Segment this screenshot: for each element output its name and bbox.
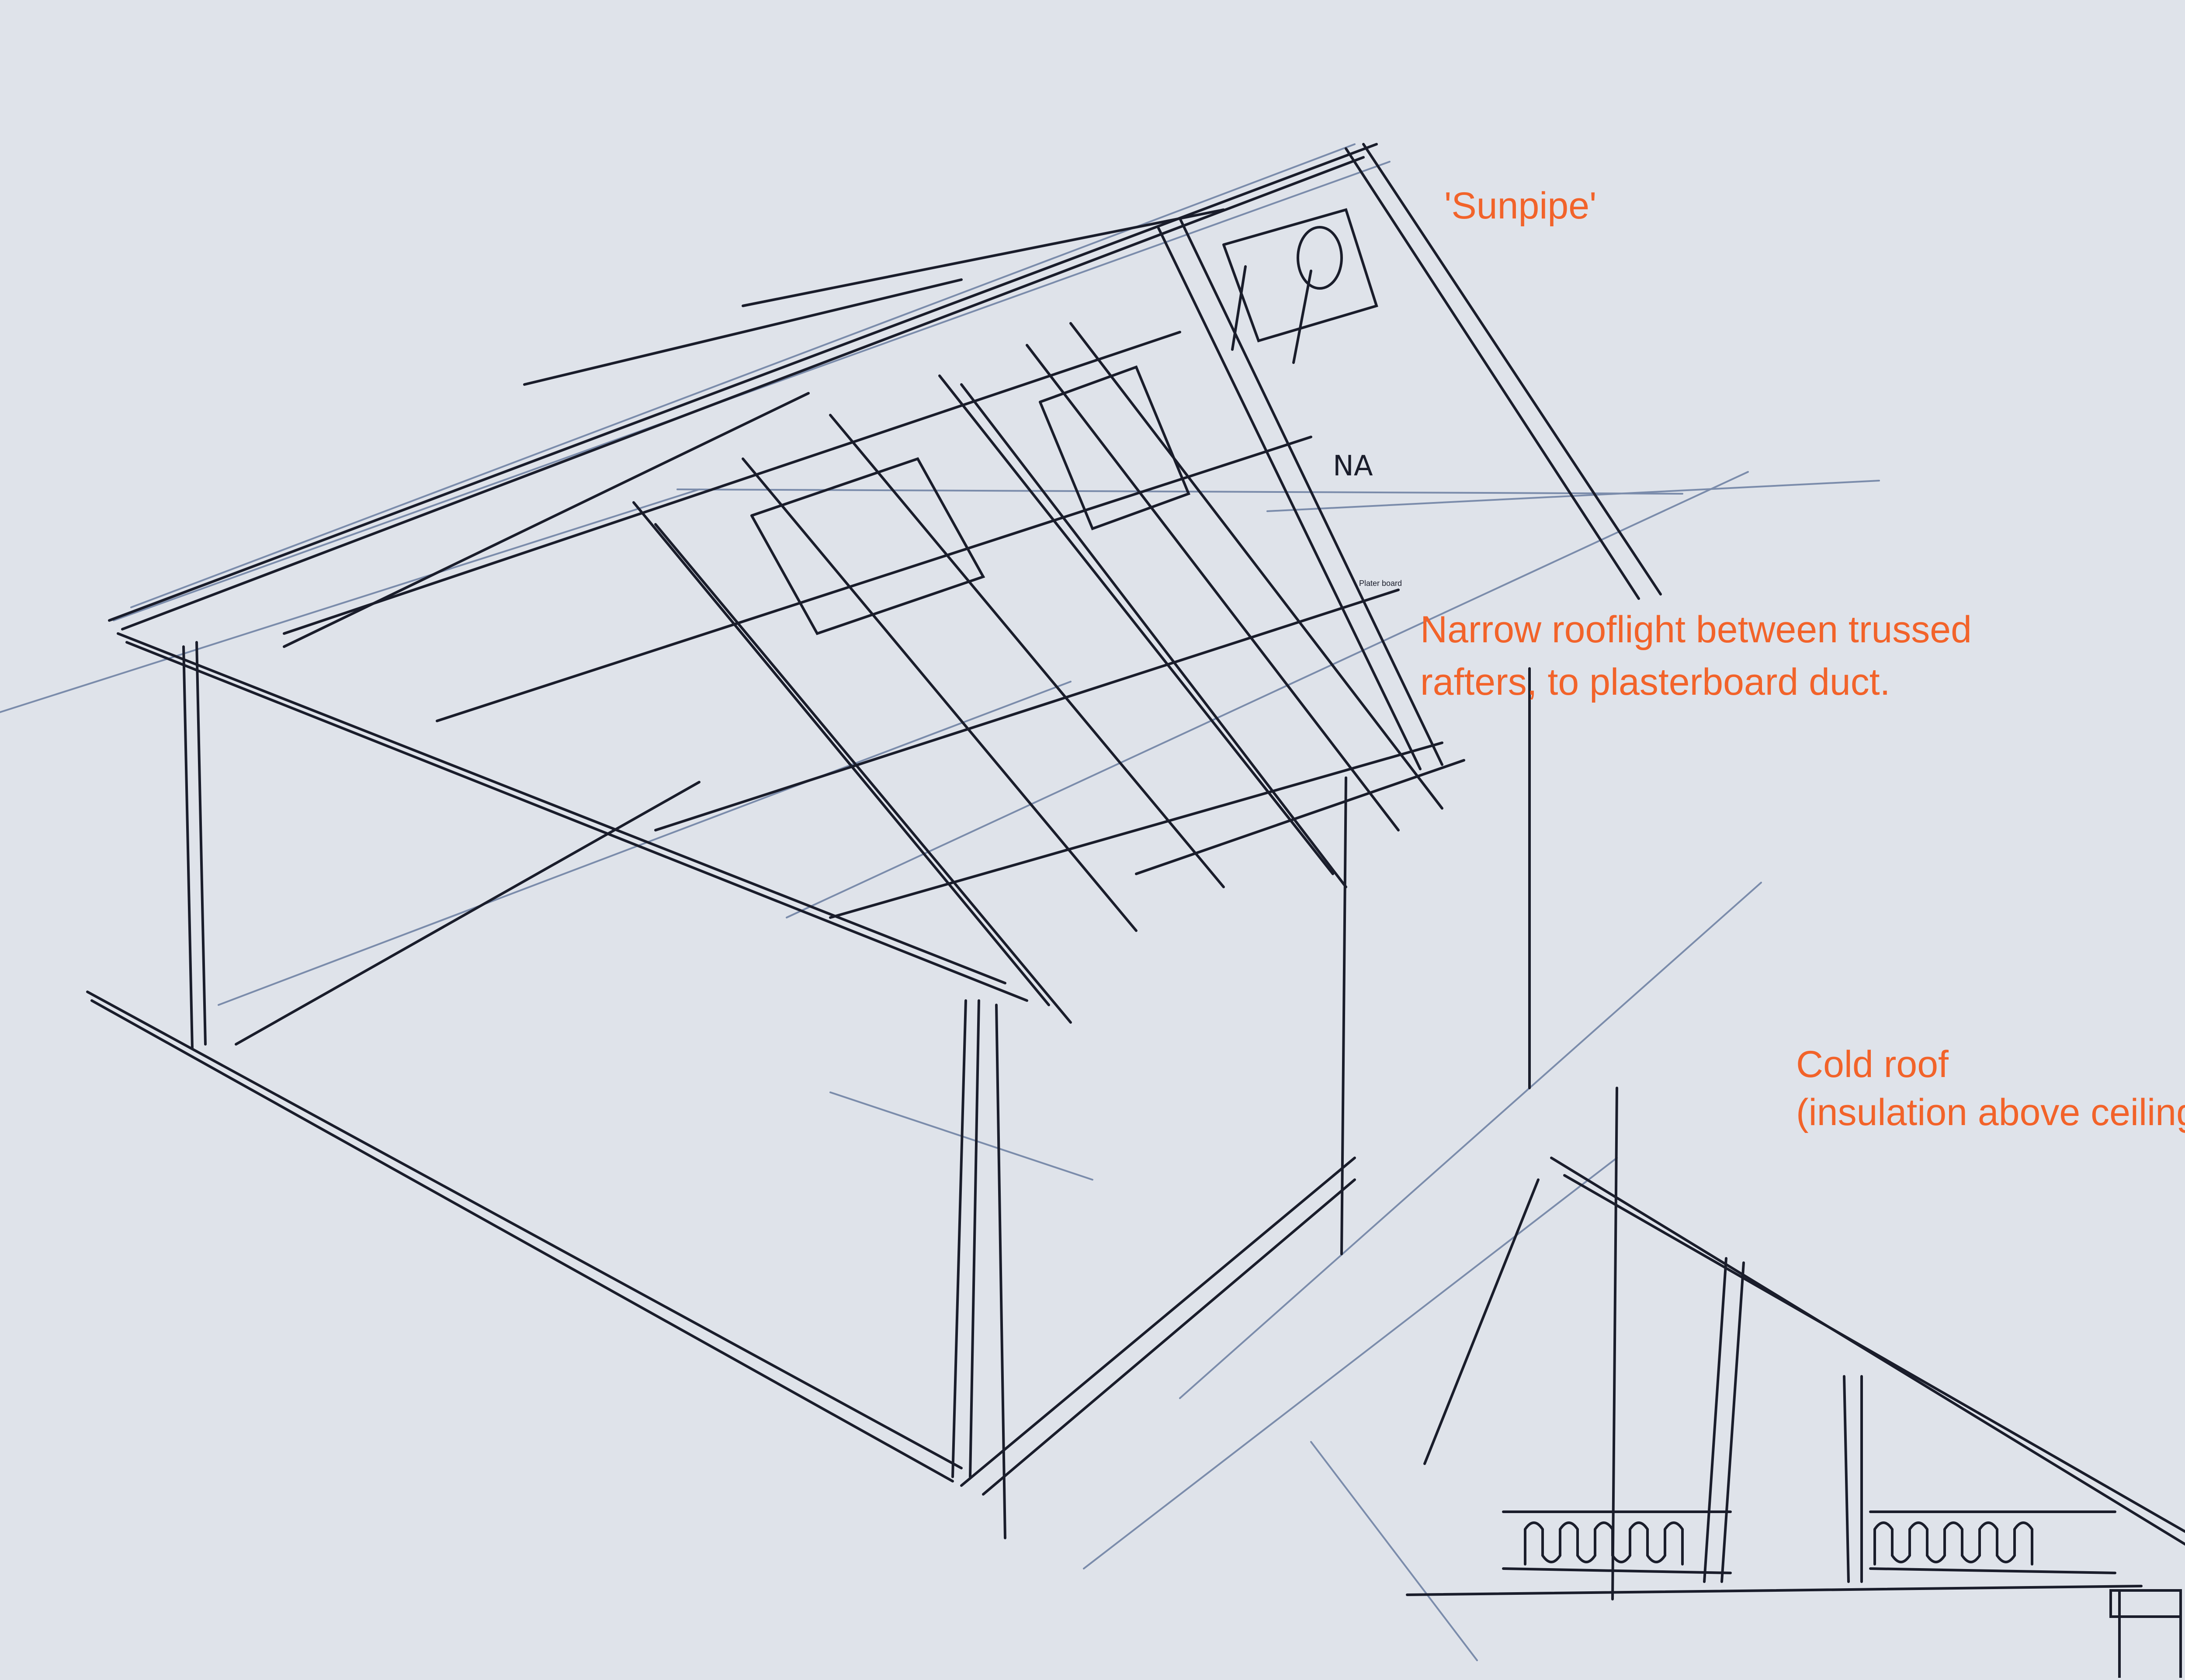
sunpipe-annotation: 'Sunpipe' xyxy=(1444,185,1597,227)
na-handwritten-mark: NA xyxy=(1333,450,1373,482)
cold-roof-annotation-line-1: Cold roof xyxy=(1796,1043,1949,1085)
dormer-frame-ink-lines xyxy=(86,143,1662,1539)
pencil-guide-lines xyxy=(0,143,1880,1661)
rooflight-annotation-line-1: Narrow rooflight between trussed xyxy=(1420,609,1972,651)
plaster-board-label: Plater board xyxy=(1359,579,1402,588)
cold-roof-annotation-line-2: (insulation above ceiling) xyxy=(1796,1091,2185,1133)
section-detail-ink-lines xyxy=(1406,1087,2185,1679)
rooflight-annotation-line-2: rafters, to plasterboard duct. xyxy=(1420,661,1890,703)
